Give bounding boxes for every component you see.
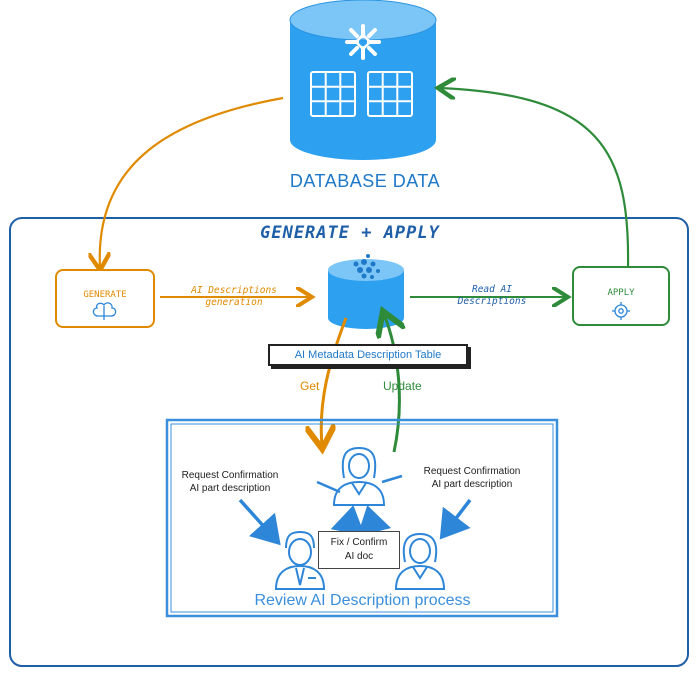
apply-label: APPLY [607,288,635,298]
database-cylinder [289,0,437,160]
brain-icon [92,302,117,320]
database-title: DATABASE DATA [289,171,441,191]
woman-user-icon-2 [394,532,446,590]
review-title: Review AI Description process [254,592,471,609]
update-label: Update [383,379,422,393]
ai-metadata-table-label[interactable]: AI Metadata Description Table [268,344,468,366]
ai-metadata-cylinder [328,254,404,329]
arrow-db-to-generate [100,96,284,268]
snowflake-icon [345,24,381,60]
fix-confirm-box[interactable]: Fix / Confirm AI doc [318,531,400,569]
arrow-request-right [439,498,472,540]
section-title: GENERATE + APPLY [260,223,440,243]
arrow-update [384,314,399,453]
line-right-request [381,474,403,484]
left-request-text: Request Confirmation AI part description [181,470,279,494]
gear-icon [612,302,630,320]
arrow-request-left [238,498,281,546]
arrow-fix-up-1 [330,505,366,537]
arrow-apply-to-db [440,88,630,269]
right-request-text: Request Confirmation AI part description [423,466,521,490]
generation-edge-label: AI Descriptions generation [191,285,277,308]
line-left-request [316,480,341,494]
arrow-fix-up-2 [357,505,392,537]
get-label: Get [300,379,320,393]
generate-label: GENERATE [83,290,127,300]
read-edge-label: Read AI Descriptions [457,284,527,307]
generate-apply-frame [9,217,689,667]
review-process-box [165,418,559,618]
apply-label-wrap: APPLY [573,288,669,302]
generate-box[interactable] [55,269,155,328]
generate-label-wrap: GENERATE [56,290,154,304]
arrow-get [321,317,348,446]
apply-box[interactable] [572,266,670,326]
woman-user-icon [332,446,386,506]
man-user-icon [274,530,326,590]
